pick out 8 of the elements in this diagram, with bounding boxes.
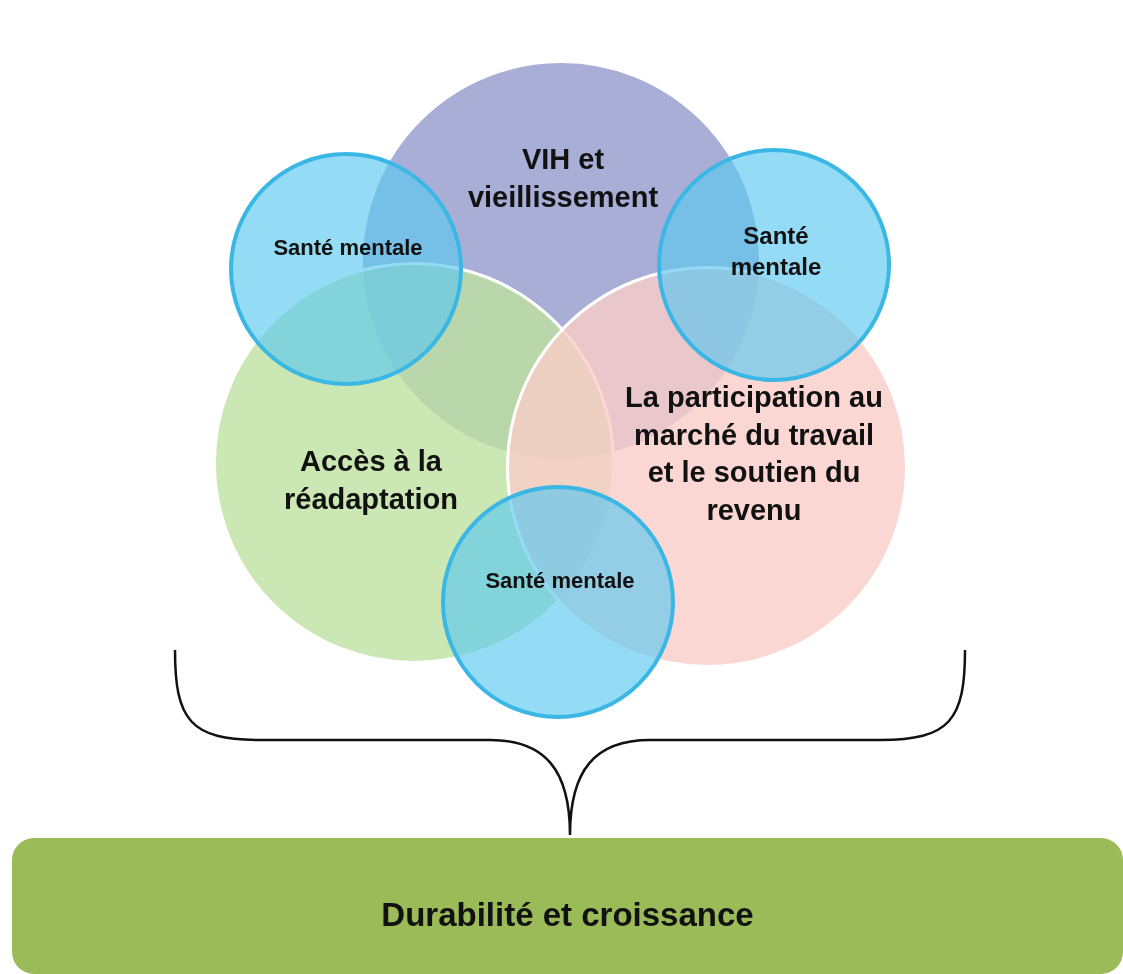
banner-bar — [12, 838, 1123, 974]
circle-label: Santé mentale — [729, 221, 823, 283]
circle-label: VIH et vieillissement — [466, 142, 660, 215]
circle-label: La participation au marché du travail et le soutien du revenu — [624, 380, 884, 529]
circle-label: Santé mentale — [485, 567, 635, 595]
banner-label: Durabilité et croissance — [380, 895, 755, 935]
circle-label: Santé mentale — [273, 234, 423, 262]
circle-label: Accès à la réadaptation — [283, 444, 459, 517]
